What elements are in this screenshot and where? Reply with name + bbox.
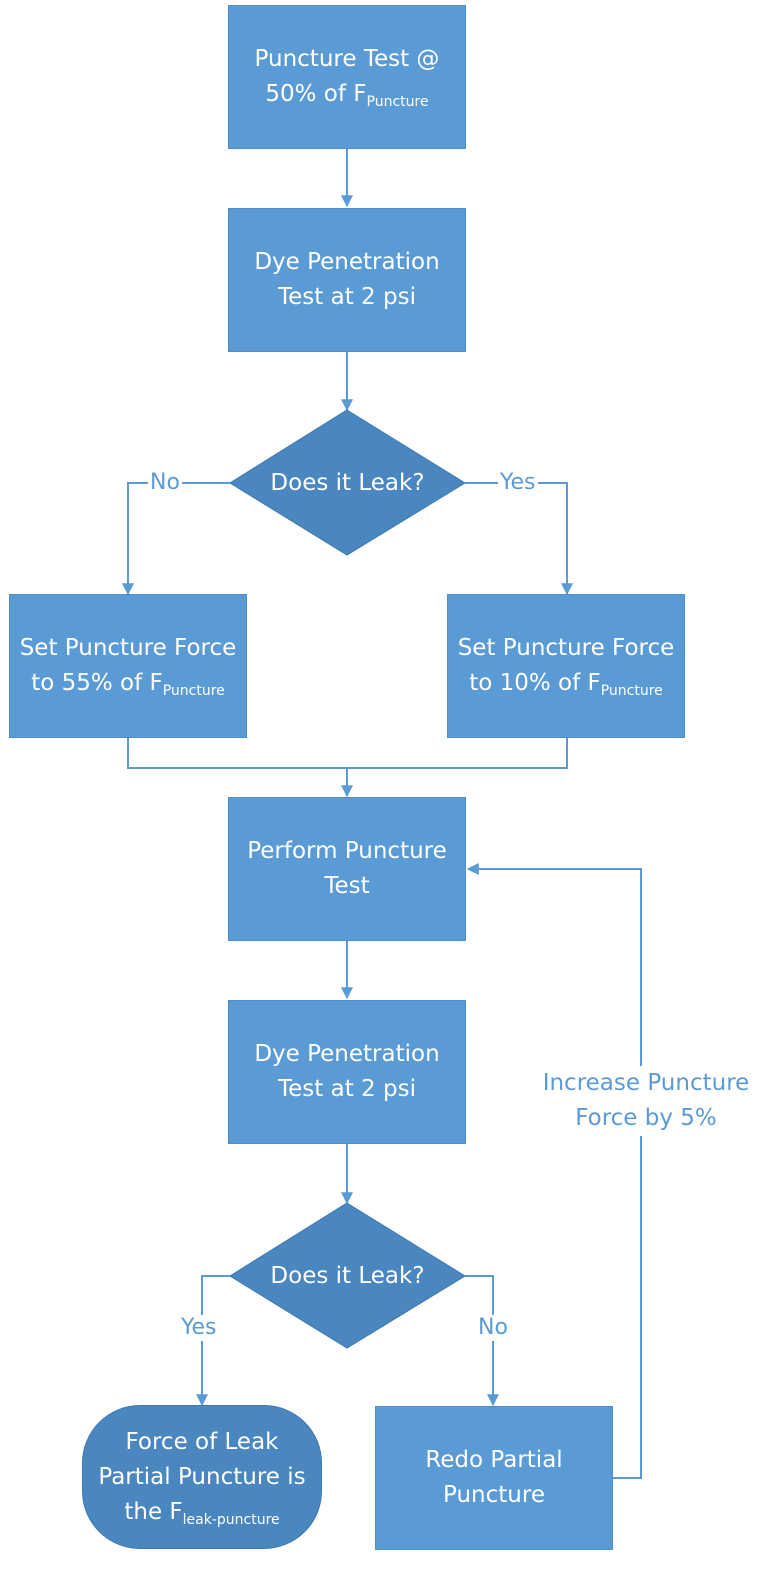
arrow-decision-1-no (122, 482, 230, 596)
edge-label-yes-1: Yes (498, 470, 538, 496)
puncture-test-box: Puncture Test @ 50% of FPuncture (228, 5, 466, 149)
dye-test-2-line2: Test at 2 psi (278, 1076, 416, 1102)
increase-line2: Force by 5% (575, 1105, 717, 1131)
edge-label-yes-2: Yes (179, 1315, 219, 1341)
edge-label-no-1: No (148, 470, 182, 496)
arrow-decision-2-no (465, 1275, 499, 1407)
puncture-subscript: Puncture (366, 94, 429, 110)
perform-puncture-line2: Test (324, 873, 370, 899)
arrow-decision-2-yes (196, 1275, 230, 1407)
arrow-decision-1-yes (465, 482, 573, 596)
set-force-10-line2: to 10% of F (469, 670, 601, 696)
perform-puncture-line1: Perform Puncture (247, 838, 447, 864)
decision-diamond-2 (229, 1202, 466, 1349)
final-force-line2: Partial Puncture is (98, 1463, 306, 1490)
puncture-test-line2: 50% of F (265, 81, 367, 107)
arrow-merge-to-perform (127, 738, 568, 796)
set-force-10-line1: Set Puncture Force (457, 635, 675, 661)
dye-penetration-test-box-2: Dye Penetration Test at 2 psi (228, 1000, 466, 1144)
puncture-subscript: Puncture (600, 683, 663, 699)
set-force-55-line2: to 55% of F (31, 670, 163, 696)
arrow-loop-back (466, 863, 642, 1479)
redo-partial-puncture-box: Redo Partial Puncture (375, 1406, 613, 1550)
edge-label-increase-force: Increase Puncture Force by 5% (526, 1066, 758, 1136)
puncture-subscript: Puncture (162, 683, 225, 699)
set-force-10-box: Set Puncture Force to 10% of FPuncture (447, 594, 685, 738)
set-force-55-line1: Set Puncture Force (19, 635, 237, 661)
dye-test-1-line1: Dye Penetration (254, 249, 440, 275)
leak-decision-label-2: Does it Leak? (270, 1263, 425, 1289)
decision-diamond-1 (229, 409, 466, 556)
dye-test-2-line1: Dye Penetration (254, 1041, 440, 1067)
perform-puncture-test-box: Perform Puncture Test (228, 797, 466, 941)
final-force-terminal: Force of Leak Partial Puncture is the Fl… (82, 1405, 322, 1549)
final-force-line1: Force of Leak (125, 1428, 279, 1455)
dye-test-1-line2: Test at 2 psi (278, 284, 416, 310)
increase-line1: Increase Puncture (542, 1070, 750, 1096)
set-force-55-box: Set Puncture Force to 55% of FPuncture (9, 594, 247, 738)
puncture-test-line1: Puncture Test @ (254, 46, 440, 72)
redo-partial-line1: Redo Partial (425, 1447, 563, 1473)
leak-decision-label-1: Does it Leak? (270, 470, 425, 496)
redo-partial-line2: Puncture (443, 1482, 545, 1508)
final-force-line3: the F (124, 1498, 183, 1525)
edge-label-no-2: No (476, 1315, 510, 1341)
leak-puncture-subscript: leak-puncture (182, 1511, 280, 1528)
dye-penetration-test-box-1: Dye Penetration Test at 2 psi (228, 208, 466, 352)
